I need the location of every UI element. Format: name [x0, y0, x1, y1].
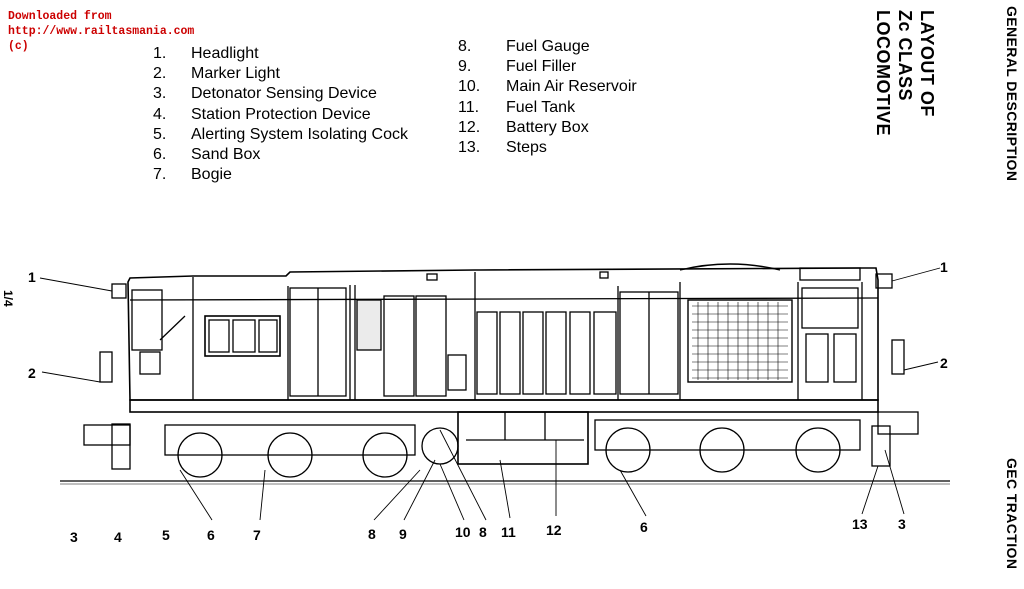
- legend-number: 2.: [153, 65, 167, 83]
- legend-number: 6.: [153, 146, 167, 164]
- callout-label: 6: [207, 527, 215, 543]
- legend-number: 3.: [153, 85, 167, 103]
- leader-lines: [39, 267, 941, 521]
- watermark: Downloaded from http://www.railtasmania.c…: [8, 9, 194, 54]
- legend-label: Alerting System Isolating Cock: [191, 125, 408, 143]
- legend-item: 2. Marker Light: [153, 64, 408, 84]
- legend-label: Fuel Filler: [506, 58, 577, 76]
- legend-item: 7. Bogie: [153, 165, 408, 185]
- legend-item: 3. Detonator Sensing Device: [153, 84, 408, 104]
- legend-number: 5.: [153, 125, 167, 143]
- callout-label: 5: [162, 527, 170, 543]
- legend-label: Station Protection Device: [191, 105, 371, 123]
- legend-label: Detonator Sensing Device: [191, 85, 377, 103]
- legend-right: 8. Fuel Gauge 9. Fuel Filler 10. Main Air R…: [458, 37, 637, 158]
- callout-label: 2: [28, 365, 36, 381]
- callout-label: 1: [28, 269, 36, 285]
- callout-label: 11: [501, 524, 516, 540]
- callout-label: 8: [368, 526, 376, 542]
- callout-label: 8: [479, 524, 487, 540]
- callout-label: 7: [253, 527, 261, 543]
- legend-number: 1.: [153, 45, 167, 62]
- callout-label: 13: [852, 516, 868, 532]
- legend-number: 8.: [458, 38, 472, 55]
- legend-number: 13.: [458, 139, 481, 157]
- legend-label: Steps: [506, 139, 547, 157]
- legend-label: Fuel Tank: [506, 98, 576, 116]
- legend-item: 1. Headlight: [153, 44, 408, 64]
- legend-number: 9.: [458, 58, 472, 76]
- watermark-line: (c): [8, 40, 29, 53]
- legend-label: Bogie: [191, 166, 232, 184]
- legend-left: 1. Headlight 2. Marker Light 3. Detonator S…: [153, 44, 408, 185]
- callout-label: 4: [114, 529, 122, 545]
- legend-label: Marker Light: [191, 65, 280, 83]
- legend-item: 4. Station Protection Device: [153, 105, 408, 125]
- legend-item: 8. Fuel Gauge: [458, 37, 637, 57]
- legend-item: 6. Sand Box: [153, 145, 408, 165]
- legend-number: 4.: [153, 105, 167, 123]
- legend-label: Main Air Reservoir: [506, 78, 637, 96]
- watermark-line: http://www.railtasmania.com: [8, 25, 195, 38]
- legend-label: Sand Box: [191, 146, 261, 164]
- callout-label: 3: [70, 529, 78, 545]
- legend-item: 13. Steps: [458, 138, 637, 158]
- legend-item: 12. Battery Box: [458, 118, 637, 138]
- callout-label: 6: [640, 519, 648, 535]
- watermark-line: Downloaded from: [8, 10, 112, 23]
- legend-number: 11.: [458, 98, 480, 116]
- legend-item: 5. Alerting System Isolating Cock: [153, 125, 408, 145]
- legend-label: Battery Box: [506, 118, 589, 136]
- legend-number: 7.: [153, 166, 167, 184]
- callout-label: 2: [940, 355, 948, 371]
- legend-number: 10.: [458, 78, 481, 96]
- callout-label: 9: [399, 526, 407, 542]
- locomotive-body: [83, 263, 919, 478]
- legend-label: Fuel Gauge: [506, 38, 590, 55]
- legend-item: 10. Main Air Reservoir: [458, 77, 637, 97]
- callout-label: 10: [455, 524, 471, 540]
- callout-label: 1: [940, 259, 948, 275]
- legend-item: 11. Fuel Tank: [458, 98, 637, 118]
- callout-label: 3: [898, 516, 906, 532]
- legend-item: 9. Fuel Filler: [458, 57, 637, 77]
- legend-number: 12.: [458, 118, 481, 136]
- legend-label: Headlight: [191, 45, 259, 62]
- callout-label: 12: [546, 522, 562, 538]
